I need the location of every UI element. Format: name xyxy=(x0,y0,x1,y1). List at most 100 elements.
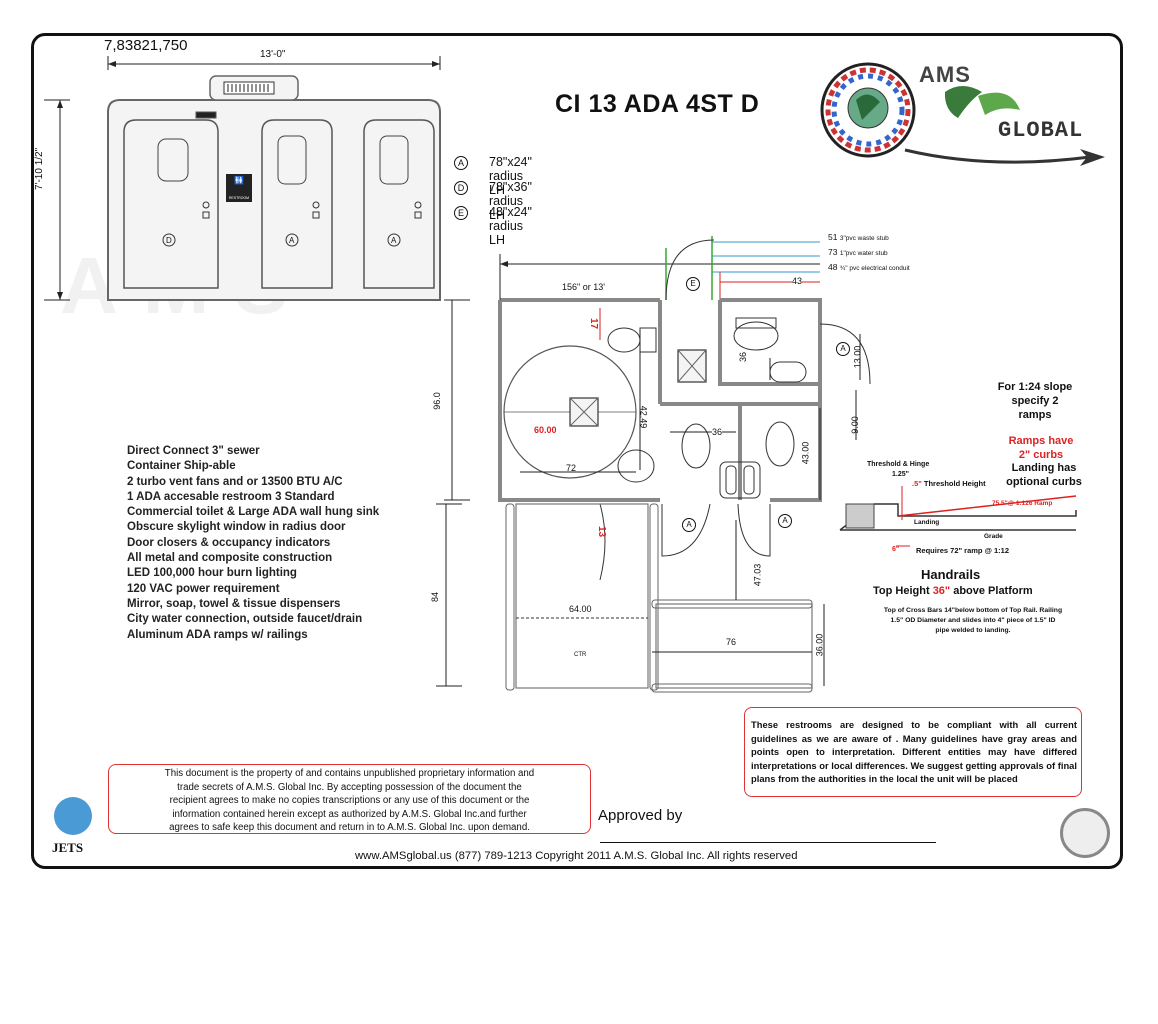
dim-42-49: 42.49 xyxy=(638,405,649,429)
curbs-note-line: 2" curbs xyxy=(1018,449,1064,461)
global-logo-text: GLOBAL xyxy=(998,118,1084,143)
slope-note-line: For 1:24 slope xyxy=(997,381,1073,393)
feature-item: Obscure skylight window in radius door xyxy=(127,521,346,534)
dim-13: 13.00 xyxy=(852,345,863,369)
elevation-height-label: 7'-10 1/2" xyxy=(34,147,45,190)
dim-36: 36 xyxy=(738,351,749,363)
stub-number: 51 xyxy=(828,232,838,242)
stub-number: 48 xyxy=(828,262,838,272)
six-inch-label: 6" xyxy=(892,546,900,553)
property-notice-line: This document is the property of and con… xyxy=(164,768,535,779)
dim-76: 76 xyxy=(726,637,737,647)
landing-note-line: optional curbs xyxy=(1006,476,1082,488)
threshold-height-label: Threshold Height xyxy=(921,479,986,488)
threshold-height-value: .5" xyxy=(912,479,922,488)
signature-line xyxy=(600,842,936,843)
door-symbol: D xyxy=(454,181,468,195)
stub-number: 73 xyxy=(828,247,838,257)
ramp-profile-detail xyxy=(839,486,1077,547)
plan-door-mark-a: A xyxy=(836,342,850,356)
slope-note-line: ramps xyxy=(1018,409,1052,421)
ada-restroom-sign-icon: 🚻 xyxy=(234,176,244,185)
stub-text: 1"pvc water stub xyxy=(839,250,888,257)
feature-item: 120 VAC power requirement xyxy=(127,582,280,595)
threshold-label: Threshold & Hinge xyxy=(867,461,930,468)
slope-note-line: specify 2 xyxy=(1011,395,1059,407)
center-mark: CTR xyxy=(574,652,587,658)
dim-43: 43 xyxy=(792,276,803,286)
property-notice-line: recipient agrees to make no copies trans… xyxy=(169,795,530,807)
plan-door-mark-a: A xyxy=(778,514,792,528)
property-notice-line: information contained herein except as a… xyxy=(172,808,527,820)
ramp-requirement: Requires 72" ramp @ 1:12 xyxy=(916,546,1009,555)
dim-36-00: 36.00 xyxy=(814,633,825,657)
floor-plan xyxy=(436,236,871,693)
stub-text: ¾" pvc electrical conduit xyxy=(839,265,910,272)
threshold-value: 1.25" xyxy=(892,471,909,478)
compliance-disclaimer: These restrooms are designed to be compl… xyxy=(744,707,1082,797)
legend-text: 78"x24" radius LH xyxy=(489,155,532,197)
door-mark-a: A xyxy=(391,236,397,245)
door-symbol: A xyxy=(454,156,468,170)
door-symbol: E xyxy=(454,206,468,220)
feature-item: 1 ADA accesable restroom 3 Standard xyxy=(127,490,335,503)
stub-waste: 51 3"pvc waste stub xyxy=(828,232,889,242)
handrails-detail-line: 1.5" OD Diameter and slides into 4" piec… xyxy=(890,617,1056,624)
feature-item: Commercial toilet & Large ADA wall hung … xyxy=(127,506,380,519)
landing-note: Landing has optional curbs xyxy=(996,461,1092,489)
ams-globe-logo xyxy=(820,62,1105,166)
feature-item: All metal and composite construction xyxy=(127,552,333,565)
curbs-note-line: Ramps have xyxy=(1008,435,1074,447)
dim-43-00: 43.00 xyxy=(800,441,811,465)
footer-copyright: www.AMSglobal.us (877) 789-1213 Copyrigh… xyxy=(355,850,798,862)
dim-72: 72 xyxy=(566,463,577,473)
legend-text: 48"x24" radius LH xyxy=(489,205,532,247)
handrails-top-value: 36" xyxy=(932,585,951,597)
handrails-detail-line: pipe welded to landing. xyxy=(935,627,1011,634)
feature-item: 2 turbo vent fans and or 13500 BTU A/C xyxy=(127,475,343,488)
stub-text: 3"pvc waste stub xyxy=(839,235,889,242)
feature-item: Container Ship-able xyxy=(127,460,236,473)
dim-47: 47.03 xyxy=(752,563,763,587)
handrails-top-height: Top Height 36" above Platform xyxy=(873,585,1033,597)
property-notice: This document is the property of and con… xyxy=(108,764,591,834)
plan-door-mark-a: A xyxy=(682,518,696,532)
dim-9: 9.00 xyxy=(849,416,860,434)
drawing-frame xyxy=(31,33,1123,869)
elevation-width-label: 13'-0" xyxy=(260,49,286,60)
slope-note: For 1:24 slope specify 2 ramps xyxy=(990,380,1080,422)
feature-item: City water connection, outside faucet/dr… xyxy=(127,613,363,626)
overall-length-dim: 156" or 13' xyxy=(562,282,605,292)
restroom-sign-text: RESTROOM xyxy=(228,196,250,200)
ramp-slope-label: 75.5"@ 1:126 Ramp xyxy=(992,500,1053,507)
door-mark-d: D xyxy=(166,236,172,245)
approved-by-label: Approved by xyxy=(598,807,683,824)
dim-84: 84 xyxy=(430,591,441,603)
dim-96: 96.0 xyxy=(431,392,442,410)
reference-number: 7,83821,750 xyxy=(104,37,188,54)
feature-item: Direct Connect 3" sewer xyxy=(127,445,260,457)
landing-note-line: Landing has xyxy=(1011,462,1077,474)
green-building-seal-icon xyxy=(1060,808,1110,858)
plan-door-mark-e: E xyxy=(686,277,700,291)
handrails-detail-line: Top of Cross Bars 14"below bottom of Top… xyxy=(883,607,1063,614)
door-mark-a: A xyxy=(289,236,295,245)
handrails-heading: Handrails xyxy=(921,567,981,582)
stub-water: 73 1"pvc water stub xyxy=(828,247,888,257)
property-notice-line: agrees to safe keep this document and re… xyxy=(169,822,530,834)
dim-64: 64.00 xyxy=(569,604,592,614)
feature-item: Mirror, soap, towel & tissue dispensers xyxy=(127,597,341,610)
handrails-detail: Top of Cross Bars 14"below bottom of Top… xyxy=(858,606,1088,636)
jets-logo-icon xyxy=(54,797,92,835)
features-list: Direct Connect 3" sewer Container Ship-a… xyxy=(127,444,379,643)
landing-label: Landing xyxy=(914,519,940,526)
drawing-title: CI 13 ADA 4ST D xyxy=(555,90,760,118)
grade-label: Grade xyxy=(984,533,1003,540)
feature-item: Aluminum ADA ramps w/ railings xyxy=(127,628,308,641)
front-elevation xyxy=(44,56,441,301)
feature-item: LED 100,000 hour burn lighting xyxy=(127,567,297,580)
curbs-note: Ramps have 2" curbs xyxy=(996,434,1086,462)
threshold-height: .5" Threshold Height xyxy=(912,479,986,488)
handrails-top-suffix: above Platform xyxy=(950,585,1033,597)
